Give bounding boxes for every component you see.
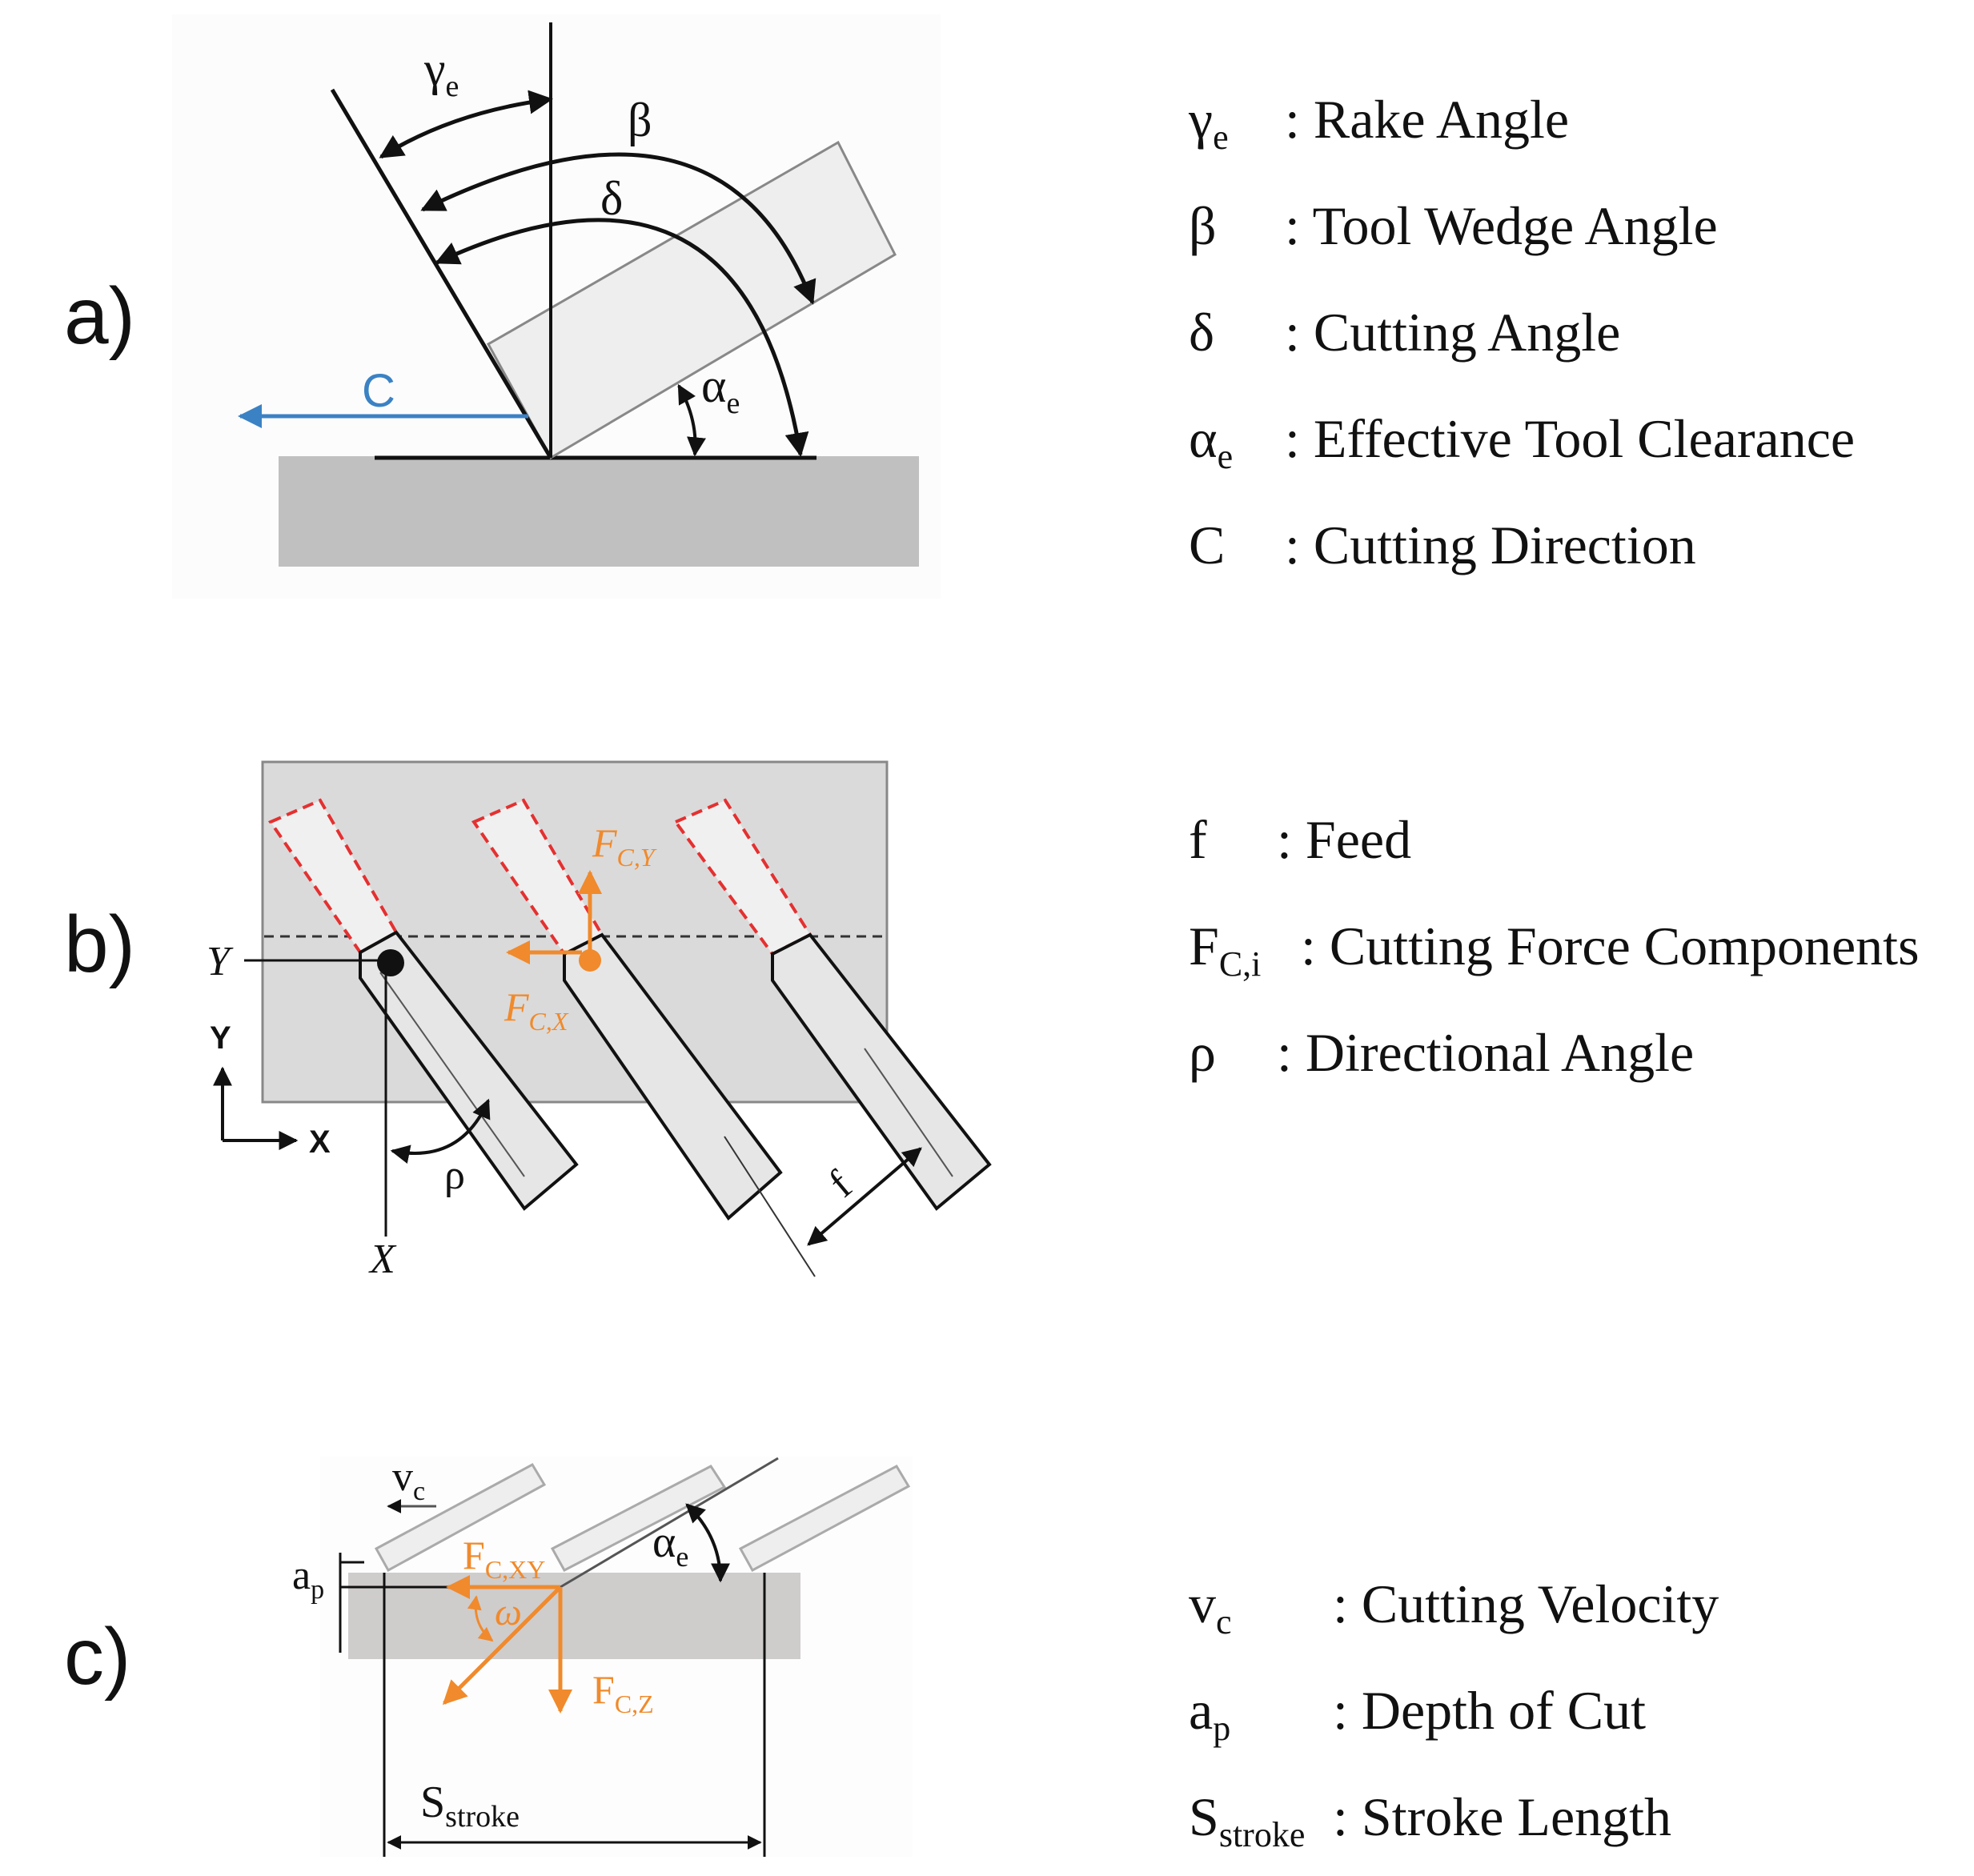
force-z-label: FC,Z xyxy=(592,1667,654,1718)
legend-symbol: ρ xyxy=(1189,1022,1216,1083)
legend-symbol: Sstroke xyxy=(1189,1786,1306,1854)
tool-b-3 xyxy=(672,798,992,1211)
panel-b-diagram: Y X ρ Y X FC,Y FC,X f xyxy=(207,760,992,1282)
legend-description: : Tool Wedge Angle xyxy=(1285,195,1718,256)
cutting-angle-symbol: δ xyxy=(600,172,623,225)
legend-description: : Cutting Direction xyxy=(1285,515,1696,575)
clearance-angle-symbol-c: αe xyxy=(652,1517,688,1573)
legend-symbol: γe xyxy=(1189,89,1229,157)
force-y-label: FC,Y xyxy=(592,820,657,872)
pivot-point-orange xyxy=(579,949,601,972)
legend-description: : Directional Angle xyxy=(1277,1022,1695,1083)
legend-symbol: C xyxy=(1189,515,1226,575)
cutting-direction-label: C xyxy=(362,365,395,417)
legend-symbol: β xyxy=(1189,195,1217,256)
legend-description: : Feed xyxy=(1277,809,1412,870)
resultant-force-arrow xyxy=(442,1585,562,1706)
clearance-angle-arc-c xyxy=(685,1503,730,1583)
tool-c-3 xyxy=(738,1465,911,1573)
tool-c-2 xyxy=(550,1465,727,1573)
panel-b-label: b) xyxy=(64,900,135,989)
legend-description: : Cutting Angle xyxy=(1285,302,1621,363)
clearance-angle-symbol: αe xyxy=(701,359,740,420)
force-x-label: FC,X xyxy=(504,984,569,1036)
force-xy-label: FC,XY xyxy=(463,1533,545,1584)
stroke-length-symbol: Sstroke xyxy=(420,1778,520,1834)
workpiece-a xyxy=(279,456,919,567)
force-angle-arc xyxy=(467,1595,494,1642)
y-reference-label: Y xyxy=(207,939,234,984)
rake-angle-arc xyxy=(379,90,553,159)
legend-description: : Effective Tool Clearance xyxy=(1285,408,1856,469)
feed-dimension-arrow xyxy=(807,1147,922,1246)
legend-description: : Cutting Velocity xyxy=(1333,1573,1719,1634)
panel-a-diagram: C γe β δ αe xyxy=(172,14,941,599)
depth-of-cut-symbol: ap xyxy=(292,1553,324,1605)
tool-b-1 xyxy=(267,798,579,1211)
legend-description: : Depth of Cut xyxy=(1333,1680,1646,1741)
legend-symbol: FC,i xyxy=(1189,916,1262,984)
pivot-point-black xyxy=(377,949,404,976)
wedge-angle-symbol: β xyxy=(628,94,652,146)
rake-angle-symbol: γe xyxy=(423,42,459,103)
directional-angle-arc xyxy=(390,1098,491,1164)
legend-symbol: ap xyxy=(1189,1680,1231,1748)
tool-c-1 xyxy=(374,1463,547,1573)
x-reference-label: X xyxy=(368,1237,397,1282)
legend-description: : Stroke Length xyxy=(1333,1786,1672,1847)
axis-x-label: X xyxy=(309,1124,331,1160)
panel-c-label: c) xyxy=(64,1612,131,1702)
clearance-reference-line xyxy=(560,1457,779,1589)
directional-angle-symbol: ρ xyxy=(444,1152,465,1198)
axis-y-label: Y xyxy=(210,1020,231,1056)
force-angle-symbol: ω xyxy=(495,1591,522,1633)
legend-symbol: vc xyxy=(1189,1573,1232,1642)
cutting-angle-arc xyxy=(435,218,809,457)
panel-c-diagram: Sstroke ap vc αe FC,XY ω FC,Z xyxy=(292,1454,913,1857)
workpiece-c xyxy=(348,1573,800,1659)
cutting-velocity-symbol: vc xyxy=(392,1454,425,1506)
legend-symbol: αe xyxy=(1189,408,1234,476)
legend-description: : Rake Angle xyxy=(1285,89,1570,150)
legend-description: : Cutting Force Components xyxy=(1301,916,1920,976)
legend-symbol: f xyxy=(1189,809,1207,870)
clearance-angle-arc xyxy=(677,383,706,457)
legend-symbol: δ xyxy=(1189,302,1215,363)
tool-b-2 xyxy=(471,798,816,1277)
panel-a-label: a) xyxy=(64,271,135,361)
